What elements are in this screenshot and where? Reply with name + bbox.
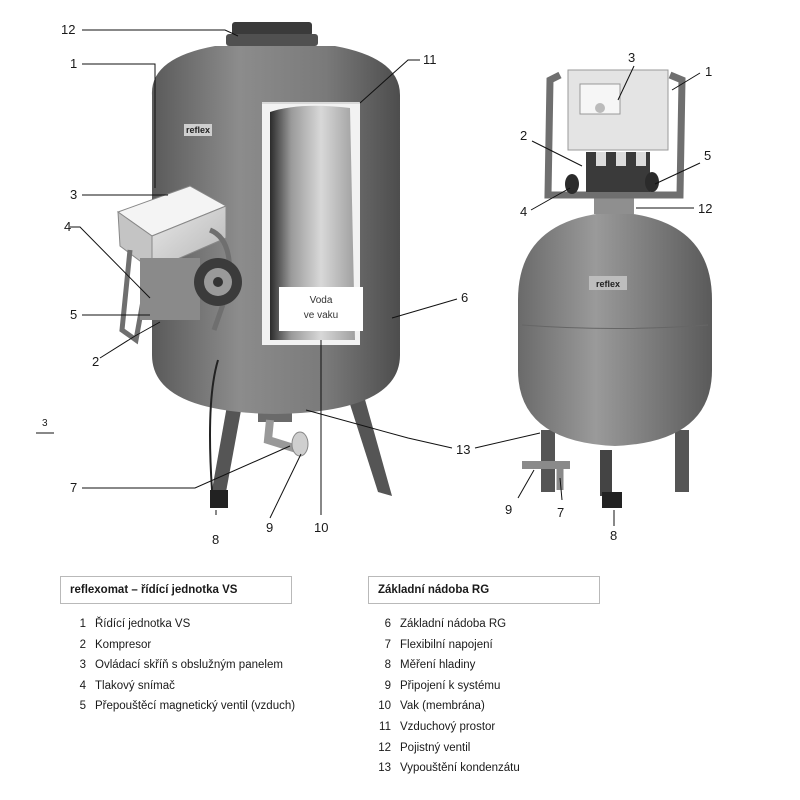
callout-4-right: 4 [520, 204, 527, 219]
callout-10-left: 10 [314, 520, 328, 535]
tank-leg [212, 400, 242, 492]
left-tank: reflex Voda ve vaku [116, 22, 400, 508]
legend-title: Základní nádoba RG [368, 576, 600, 604]
top-flange-base [226, 34, 318, 46]
tank-label-line2: ve vaku [304, 310, 338, 321]
brand-logo-plate [184, 124, 212, 136]
product-diagram: reflex Voda ve vaku reflex [36, 22, 712, 547]
callout-5-left: 5 [70, 307, 77, 322]
brand-logo: reflex [596, 279, 620, 289]
callout-numbers: 12 1 3 4 5 2 7 8 9 10 11 6 13 3 3 1 2 5 … [42, 22, 712, 547]
brand-logo: reflex [186, 125, 210, 135]
level-measurement [210, 490, 228, 508]
tank-label-box [279, 287, 363, 331]
pressure-sensor [565, 174, 579, 194]
leader-lines [36, 29, 701, 526]
callout-1-right: 1 [705, 64, 712, 79]
legend-title: reflexomat – řídící jednotka VS [60, 576, 292, 604]
system-connection [291, 431, 309, 457]
brand-logo-plate [589, 276, 627, 290]
callout-5-right: 5 [704, 148, 711, 163]
callout-4-left: 4 [64, 219, 71, 234]
tank-leg [675, 430, 689, 492]
level-measurement [602, 492, 622, 508]
callout-2-right: 2 [520, 128, 527, 143]
callout-13: 13 [456, 442, 470, 457]
level-pipe [600, 450, 612, 496]
callout-1-left: 1 [70, 56, 77, 71]
callout-8-right: 8 [610, 528, 617, 543]
callout-8-left: 8 [212, 532, 219, 547]
callout-11-left: 11 [423, 52, 437, 67]
tank-neck [594, 198, 634, 214]
callout-9-left: 9 [266, 520, 273, 535]
callout-3-right: 3 [628, 50, 635, 65]
callout-7-left: 7 [70, 480, 77, 495]
callout-3-left: 3 [70, 187, 77, 202]
tank-label-line1: Voda [310, 295, 333, 306]
top-flange [232, 22, 312, 36]
callout-12-left: 12 [61, 22, 75, 37]
callout-6: 6 [461, 290, 468, 305]
margin-marker: 3 [42, 418, 48, 429]
callout-7-right: 7 [557, 505, 564, 520]
solenoid-valve [645, 172, 659, 192]
callout-12-right: 12 [698, 201, 712, 216]
compressor [140, 258, 200, 320]
membrane-bag [270, 105, 355, 340]
right-tank: reflex [518, 69, 712, 508]
tank-leg [348, 396, 392, 496]
unit-frame [544, 71, 686, 199]
callout-9-right: 9 [505, 502, 512, 517]
callout-2-left: 2 [92, 354, 99, 369]
